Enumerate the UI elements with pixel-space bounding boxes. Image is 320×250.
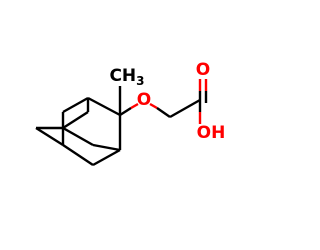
bond-c9-c3: [35, 126, 64, 147]
hydroxyl-label: OH: [197, 123, 226, 143]
molecule-structure: CH3 O O OH: [35, 60, 226, 167]
carbonyl-oxygen-label: O: [196, 60, 210, 80]
adamantane-cage: [35, 96, 122, 167]
substituents: [118, 79, 208, 124]
bond-c10-c5: [92, 143, 121, 152]
bond-c7-c8: [62, 110, 89, 130]
bond-c6-o-oxygen-half: [130, 102, 139, 110]
molecule-canvas: CH3 O O OH: [35, 60, 226, 167]
ether-oxygen-label: O: [137, 90, 151, 110]
bond-c6-c1: [87, 96, 121, 117]
bond-o-ch2-carbon-half: [156, 107, 171, 118]
bond-c6-o-carbon-half: [119, 106, 132, 117]
methyl-label: CH3: [109, 66, 144, 88]
bond-c3-c4: [62, 144, 94, 166]
bond-c1-c2: [62, 96, 89, 114]
bond-o-ch2-oxygen-half: [149, 102, 158, 110]
bond-c8-c10: [62, 126, 94, 147]
bond-c4-c5: [92, 148, 121, 167]
bond-ch2-cooh: [169, 98, 201, 119]
